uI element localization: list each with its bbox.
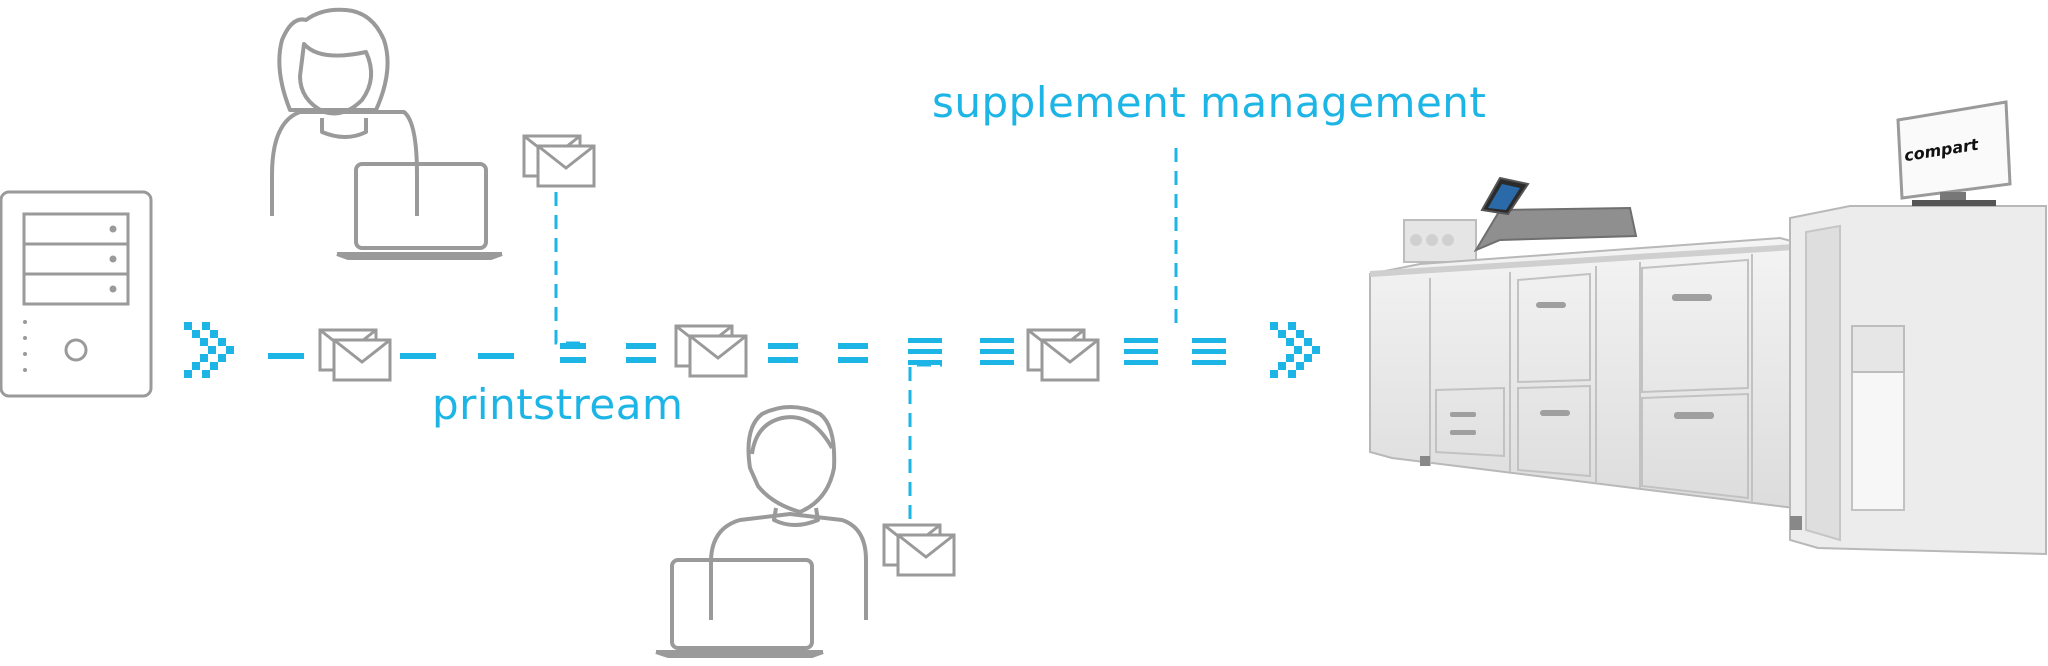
envelope-stack-icon xyxy=(884,525,954,575)
envelope-stack-icon xyxy=(1028,330,1098,380)
branch-line-woman xyxy=(554,192,586,345)
printstream-label: printstream xyxy=(432,380,684,429)
double-chevron-arrow-icon xyxy=(184,322,234,378)
supplement-management-label: supplement management xyxy=(932,78,1487,127)
woman-with-laptop-icon xyxy=(270,7,503,260)
envelope-stack-icon xyxy=(320,330,390,380)
man-with-laptop-icon xyxy=(655,405,868,658)
double-chevron-arrow-icon xyxy=(1270,322,1320,378)
envelope-stack-icon xyxy=(676,326,746,376)
production-printer-icon xyxy=(1369,100,2047,556)
server-icon xyxy=(0,190,153,398)
envelope-stack-icon xyxy=(524,136,594,186)
printstream-line xyxy=(268,338,1226,365)
branch-line-man xyxy=(908,363,942,519)
